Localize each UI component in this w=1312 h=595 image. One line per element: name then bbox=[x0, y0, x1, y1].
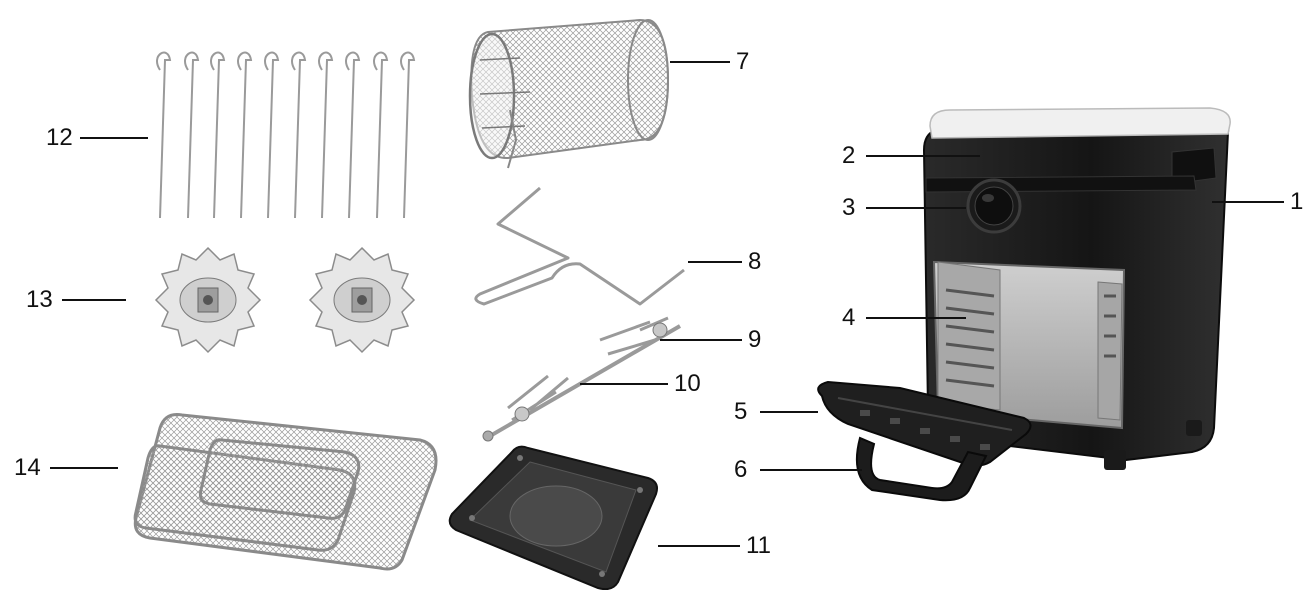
callout-2: 2 bbox=[842, 142, 856, 169]
fetch-tool bbox=[474, 186, 685, 306]
callout-14: 14 bbox=[14, 454, 41, 481]
callout-12: 12 bbox=[46, 124, 73, 151]
callout-11: 11 bbox=[746, 532, 771, 559]
mesh-rack-front bbox=[198, 438, 361, 520]
callout-6: 6 bbox=[734, 456, 748, 483]
callout-8: 8 bbox=[748, 248, 762, 275]
control-knob bbox=[966, 178, 1022, 234]
fork-disc-right bbox=[308, 246, 416, 354]
callout-10: 10 bbox=[674, 370, 701, 397]
callout-13: 13 bbox=[26, 286, 53, 313]
callout-7: 7 bbox=[736, 48, 750, 75]
fryer-top-lid bbox=[929, 107, 1231, 139]
callout-5: 5 bbox=[734, 398, 748, 425]
skewer bbox=[156, 51, 416, 219]
drip-tray bbox=[448, 445, 658, 591]
callout-4: 4 bbox=[842, 304, 856, 331]
mesh-racks bbox=[133, 413, 438, 571]
fryer-door bbox=[817, 380, 1032, 467]
callout-1: 1 bbox=[1290, 188, 1304, 215]
air-fryer-unit bbox=[817, 107, 1231, 502]
rotisserie-shaft bbox=[482, 316, 682, 442]
skewers bbox=[156, 51, 416, 219]
fork-disc-left bbox=[154, 246, 262, 354]
rotisserie-forks bbox=[154, 246, 416, 354]
leader-lines bbox=[50, 61, 1284, 547]
door-handle bbox=[856, 436, 988, 502]
callout-9: 9 bbox=[748, 326, 762, 353]
rotating-basket bbox=[468, 18, 670, 169]
callout-3: 3 bbox=[842, 194, 856, 221]
